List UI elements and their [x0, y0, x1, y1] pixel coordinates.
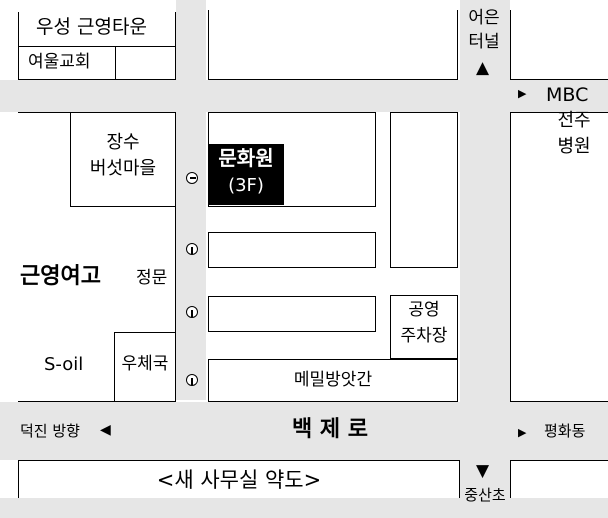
road-top-horizontal: [0, 80, 608, 112]
soil-label: S-oil: [44, 354, 84, 375]
bottom-right-block: [510, 460, 608, 498]
arrow-down-icon: ▼: [476, 461, 490, 481]
eoeun-label-2: 터널: [468, 32, 500, 52]
jangsu-label-1: 장수: [106, 132, 140, 153]
right-tall-block: [390, 112, 458, 268]
floor-label: (3F): [228, 175, 264, 196]
post-office-label: 우체국: [121, 354, 169, 374]
jungsan-label: 중산초: [464, 486, 506, 504]
jangsu-label-2: 버섯마을: [89, 158, 157, 179]
entrance-up-icon-1: [186, 243, 198, 255]
munhwa-label: 문화원: [218, 146, 274, 170]
baekje-road-label: 백 제 로: [292, 417, 369, 442]
parking-label-2: 주차장: [400, 326, 448, 346]
usung-divider: [18, 46, 176, 47]
pyeonghwa-label: 평화동: [544, 422, 586, 440]
hospital-block: [510, 112, 608, 402]
eoeun-label-1: 어은: [468, 8, 500, 28]
jangsu-block: [70, 112, 176, 207]
middle-block-1: [208, 232, 376, 268]
road-vertical-center: [176, 0, 206, 400]
yeoul-label: 여울교회: [28, 52, 91, 72]
parking-label-1: 공영: [408, 300, 440, 320]
parking-block: [390, 295, 458, 359]
road-bottom-horizontal: [0, 498, 608, 518]
road-baekje-horizontal: [0, 402, 608, 460]
middle-block-2: [208, 296, 376, 332]
main-gate-label: 정문: [136, 268, 168, 288]
memil-block: [208, 359, 458, 402]
footer-title: <새 사무실 약도>: [156, 468, 322, 492]
hospital-label-1: 전주: [557, 110, 591, 131]
yeoul-divider: [115, 46, 116, 80]
arrow-right-icon-2: ▶: [518, 426, 527, 439]
arrow-right-icon: ▶: [518, 87, 527, 100]
entrance-up-icon-3: [186, 374, 198, 386]
arrow-up-icon: ▲: [476, 58, 490, 78]
munhwa-highlight: [208, 144, 284, 205]
arrow-left-icon: ◀: [100, 422, 111, 438]
deokjin-label: 덕진 방향: [20, 422, 80, 440]
entrance-right-icon: [186, 172, 198, 184]
mbc-label: MBC: [546, 84, 589, 106]
memil-label: 메밀방앗간: [293, 370, 373, 390]
entrance-up-icon-2: [186, 306, 198, 318]
bottom-left-block: [18, 460, 460, 498]
post-office-block: [114, 332, 176, 402]
school-label: 근영여고: [20, 264, 101, 289]
usung-label: 우성 근영타운: [36, 16, 147, 38]
hospital-label-2: 병원: [557, 136, 591, 157]
top-right-block: [510, 10, 608, 80]
top-middle-block: [208, 10, 458, 80]
